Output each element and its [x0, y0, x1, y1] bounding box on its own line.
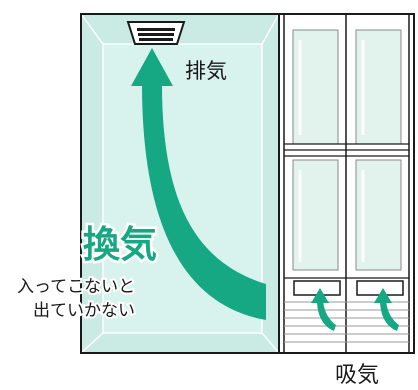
note-line-2: 出ていかない	[33, 301, 135, 321]
room-perspective-lines	[80, 13, 280, 354]
intake-label: 吸気	[335, 363, 379, 388]
intake-vent	[356, 280, 404, 296]
intake-vent	[293, 280, 341, 296]
intake-arrow-right	[374, 288, 399, 331]
room-inner-panel	[103, 44, 262, 333]
exhaust-label: 排気	[185, 59, 227, 83]
door	[278, 13, 415, 354]
exhaust-fan-icon	[126, 21, 186, 45]
airflow-arrow	[131, 48, 266, 320]
room	[80, 13, 280, 354]
ventilation-label: 換気	[83, 223, 157, 266]
note-line-1: 入ってこないと	[17, 277, 135, 297]
intake-arrow-left	[311, 288, 336, 331]
